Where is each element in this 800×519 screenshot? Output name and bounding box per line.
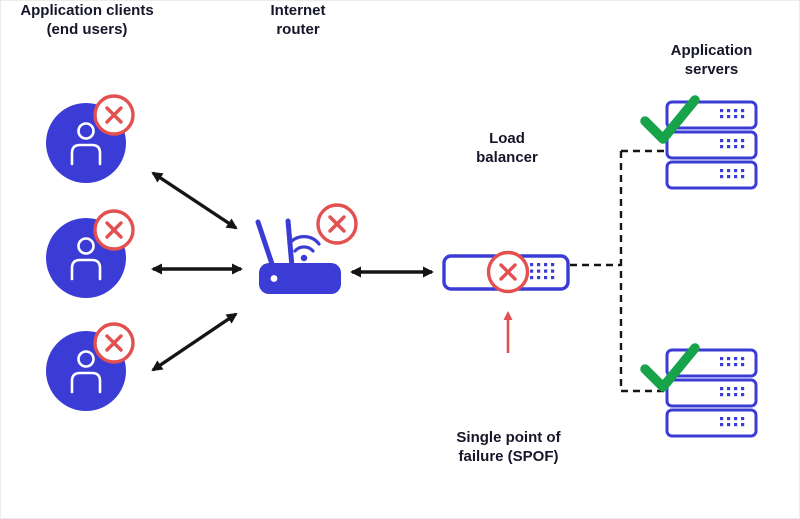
client-2-failure-badge bbox=[93, 209, 135, 251]
load-balancer-failure-badge bbox=[486, 250, 530, 294]
router-failure-badge bbox=[316, 203, 358, 245]
spof-label-line2: failure (SPOF) bbox=[458, 448, 559, 465]
router-led-icon bbox=[270, 275, 278, 282]
router-label-line2: router bbox=[276, 21, 320, 38]
link-client1-router bbox=[151, 171, 238, 230]
router-label-line1: Internet bbox=[270, 2, 326, 19]
load-balancer-icon bbox=[442, 250, 570, 294]
client-1-failure-badge bbox=[93, 94, 135, 136]
x-icon bbox=[499, 263, 517, 281]
client-3-failure-badge bbox=[93, 322, 135, 364]
x-icon bbox=[328, 215, 346, 233]
clients-label-line1: Application clients bbox=[20, 2, 154, 19]
wifi-dot-icon bbox=[300, 254, 308, 262]
x-icon bbox=[105, 221, 123, 239]
server-unit bbox=[665, 130, 758, 160]
client-3-person-head-icon bbox=[77, 350, 95, 368]
router-label: Internet router bbox=[241, 1, 355, 39]
server-unit bbox=[665, 378, 758, 408]
router-body bbox=[259, 263, 341, 294]
servers-label-line2: servers bbox=[684, 61, 739, 78]
server-stack-bottom bbox=[640, 343, 758, 438]
client-2-person-head-icon bbox=[77, 237, 95, 255]
link-client3-router bbox=[151, 312, 238, 372]
server-unit bbox=[665, 408, 758, 438]
client-2-person-body-icon bbox=[70, 258, 102, 281]
client-3 bbox=[46, 322, 135, 411]
spof-label: Single point of failure (SPOF) bbox=[426, 428, 591, 466]
check-icon bbox=[640, 343, 700, 392]
check-icon bbox=[640, 95, 700, 144]
client-1 bbox=[46, 94, 135, 183]
wifi-arc-large-icon bbox=[287, 235, 321, 246]
client-2 bbox=[46, 209, 135, 298]
x-icon bbox=[105, 334, 123, 352]
client-3-person-body-icon bbox=[70, 371, 102, 394]
x-icon bbox=[105, 106, 123, 124]
network-links bbox=[151, 171, 434, 372]
router-icon bbox=[255, 203, 358, 294]
load-balancer-label-line2: balancer bbox=[476, 149, 538, 166]
wifi-arc-small-icon bbox=[293, 245, 315, 253]
server-stack-top bbox=[640, 95, 758, 190]
client-1-person-head-icon bbox=[77, 122, 95, 140]
spof-label-line1: Single point of bbox=[456, 429, 561, 446]
clients-label: Application clients (end users) bbox=[1, 1, 173, 39]
clients-label-line2: (end users) bbox=[46, 21, 128, 38]
load-balancer-label: Load balancer bbox=[444, 129, 570, 167]
client-1-person-body-icon bbox=[70, 143, 102, 166]
servers-label: Application servers bbox=[639, 41, 784, 79]
router-antenna-left bbox=[255, 219, 276, 270]
server-connections bbox=[570, 149, 665, 393]
servers-label-line1: Application bbox=[670, 42, 753, 59]
server-unit bbox=[665, 160, 758, 190]
load-balancer-label-line1: Load bbox=[489, 130, 525, 147]
